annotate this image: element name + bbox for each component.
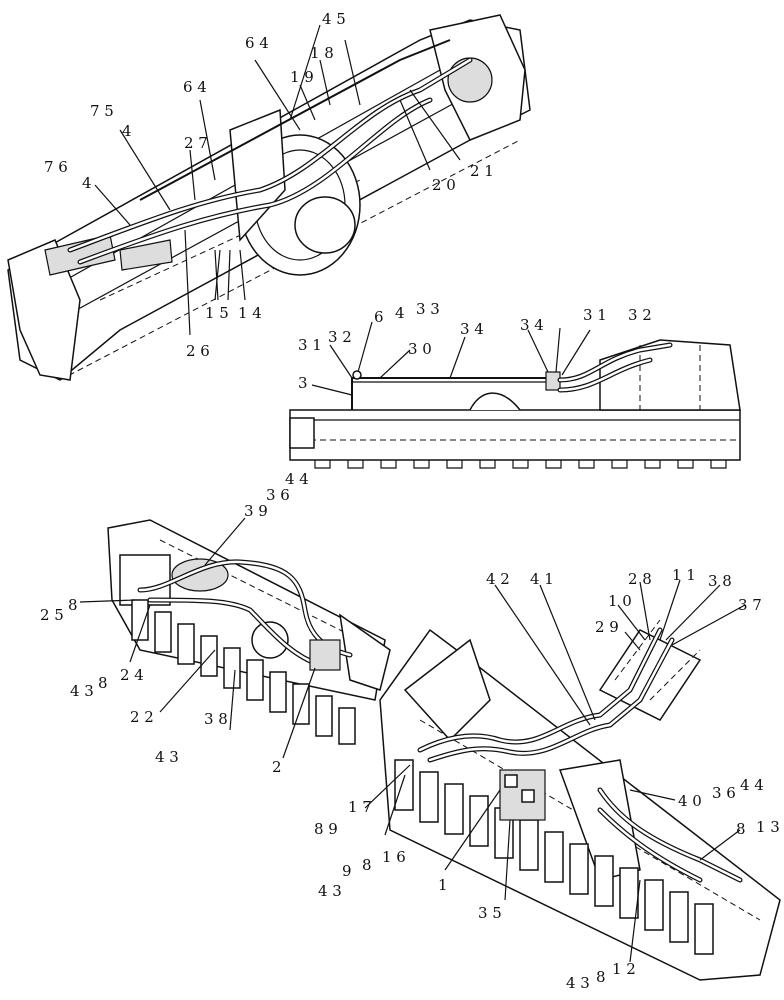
callout-label: 3 4 (460, 320, 484, 338)
callout-label: 4 (395, 304, 405, 322)
callout-label: 1 4 (238, 304, 262, 322)
callout-label: 2 5 (40, 606, 64, 624)
callout-label: 1 2 (612, 960, 636, 978)
callout-label: 3 2 (628, 306, 652, 324)
callout-label: 4 3 (566, 974, 590, 992)
callout-label: 3 8 (204, 710, 228, 728)
callout-label: 6 (374, 308, 384, 326)
callout-label: 3 0 (408, 340, 432, 358)
callout-label: 4 3 (155, 748, 179, 766)
callout-label: 1 9 (290, 68, 314, 86)
view-2-assembly (289, 321, 741, 469)
callout-label: 4 0 (678, 792, 702, 810)
callout-label: 3 2 (328, 328, 352, 346)
callout-label: 4 (122, 122, 132, 140)
callout-label: 3 1 (583, 306, 607, 324)
callout-label: 3 5 (478, 904, 502, 922)
view-3-assembly (79, 517, 391, 759)
callout-label: 8 9 (314, 820, 338, 838)
callout-label: 3 4 (520, 316, 544, 334)
callout-label: 3 (298, 374, 308, 392)
callout-label: 4 2 (486, 570, 510, 588)
callout-label: 2 0 (432, 176, 456, 194)
callout-label: 1 0 (608, 592, 632, 610)
callout-label: 2 1 (470, 162, 494, 180)
callout-label: 3 8 (708, 572, 732, 590)
callout-label: 1 7 (348, 798, 372, 816)
callout-label: 1 8 (310, 44, 334, 62)
callout-label: 2 6 (186, 342, 210, 360)
callout-label: 2 8 (628, 570, 652, 588)
callout-label: 7 6 (44, 158, 68, 176)
callout-label: 4 3 (70, 682, 94, 700)
callout-label: 3 7 (738, 596, 762, 614)
callout-label: 4 1 (530, 570, 554, 588)
callout-label: 3 9 (244, 502, 268, 520)
callout-label: 4 (82, 174, 92, 192)
callout-label: 8 (596, 968, 606, 986)
callout-label: 9 (342, 862, 352, 880)
callout-label: 8 (68, 596, 78, 614)
callout-label: 1 (438, 876, 448, 894)
callout-label: 2 2 (130, 708, 154, 726)
callout-label: 1 5 (205, 304, 229, 322)
callout-label: 3 1 (298, 336, 322, 354)
callout-label: 2 9 (595, 618, 619, 636)
callout-label: 1 6 (382, 848, 406, 866)
callout-label: 8 (736, 820, 746, 838)
callout-label: 3 3 (416, 300, 440, 318)
callout-label: 8 (98, 674, 108, 692)
callout-label: 7 5 (90, 102, 114, 120)
callout-label: 3 6 (712, 784, 736, 802)
callout-label: 2 7 (184, 134, 208, 152)
callout-label: 6 4 (183, 78, 207, 96)
callout-label: 8 (362, 856, 372, 874)
callout-label: 4 5 (322, 10, 346, 28)
view-1-assembly (7, 14, 531, 381)
callout-label: 3 6 (266, 486, 290, 504)
callout-label: 4 4 (740, 776, 764, 794)
callout-label: 1 1 (672, 566, 696, 584)
callout-label: 1 3 (756, 818, 780, 836)
callout-label: 4 4 (285, 470, 309, 488)
callout-label: 2 4 (120, 666, 144, 684)
callout-label: 6 4 (245, 34, 269, 52)
callout-label: 4 3 (318, 882, 342, 900)
callout-label: 2 (272, 758, 282, 776)
view-4-assembly (364, 579, 781, 981)
